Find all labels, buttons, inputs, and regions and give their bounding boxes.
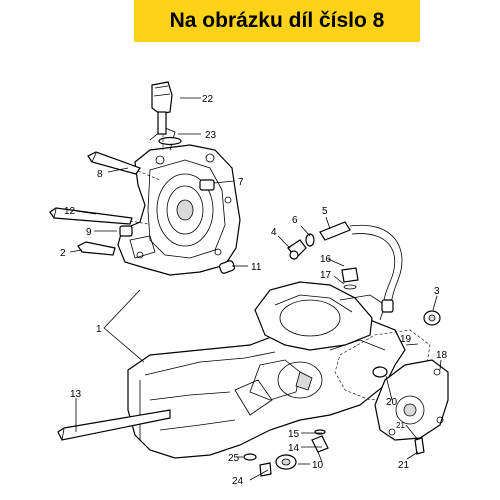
- bolt-2: [77, 241, 116, 256]
- callout-11: 11: [251, 262, 262, 273]
- oil-filler-plug: [151, 81, 182, 150]
- callout-9: 9: [86, 227, 92, 238]
- bearing-3: [423, 310, 441, 326]
- drive-case-upper: [254, 281, 386, 351]
- callout-7: 7: [238, 177, 244, 188]
- hose-5: [319, 221, 403, 313]
- callout-4: 4: [271, 227, 277, 238]
- callout-18: 18: [436, 350, 448, 361]
- crankcase-cover-left: [117, 127, 241, 276]
- callout-20: 20: [386, 397, 398, 408]
- pin-11: [218, 260, 236, 274]
- clamp-6: [305, 233, 315, 247]
- fitting-4: [287, 239, 307, 260]
- callout-25: 25: [228, 453, 240, 464]
- bolt-12: [49, 207, 149, 225]
- plug-17: [341, 267, 359, 290]
- leader-lines: [69, 97, 442, 481]
- callout-15: 15: [288, 429, 300, 440]
- callout-12: 12: [64, 206, 76, 217]
- main-crankcase: [127, 319, 406, 459]
- callout-13: 13: [70, 389, 82, 400]
- callout-22: 22: [202, 94, 214, 105]
- bolt-21: [414, 437, 425, 455]
- banner-title: Na obrázku díl číslo 8: [169, 9, 385, 32]
- dowel-7: [199, 179, 215, 191]
- title-banner: Na obrázku díl číslo 8: [134, 0, 420, 42]
- seal-20: [372, 366, 388, 378]
- callout-24: 24: [232, 476, 244, 487]
- right-cover-18: [374, 359, 449, 441]
- callout-16: 16: [320, 254, 332, 265]
- callout-5: 5: [322, 206, 328, 217]
- callout-10: 10: [312, 460, 324, 471]
- callout-23: 23: [205, 130, 217, 141]
- bolt-24: [259, 462, 272, 477]
- callout-2: 2: [60, 248, 66, 259]
- washer-25: [243, 453, 257, 461]
- callout-labels: 22 23 8 7 12 9 2 11 1 13 4 6 5 16 17 3 1…: [60, 94, 448, 487]
- callout-8: 8: [97, 169, 103, 180]
- seal-10: [275, 454, 297, 470]
- callout-6: 6: [292, 215, 298, 226]
- dowel-9: [119, 225, 133, 237]
- callout-1: 1: [96, 324, 102, 335]
- callout-17: 17: [320, 270, 332, 281]
- bolt-14: [311, 435, 329, 463]
- callout-19: 19: [400, 334, 412, 345]
- callout-21-small: 21: [396, 421, 405, 430]
- bolt-13: [57, 409, 171, 441]
- callout-21: 21: [398, 460, 410, 471]
- callout-3: 3: [434, 286, 440, 297]
- callout-14: 14: [288, 443, 300, 454]
